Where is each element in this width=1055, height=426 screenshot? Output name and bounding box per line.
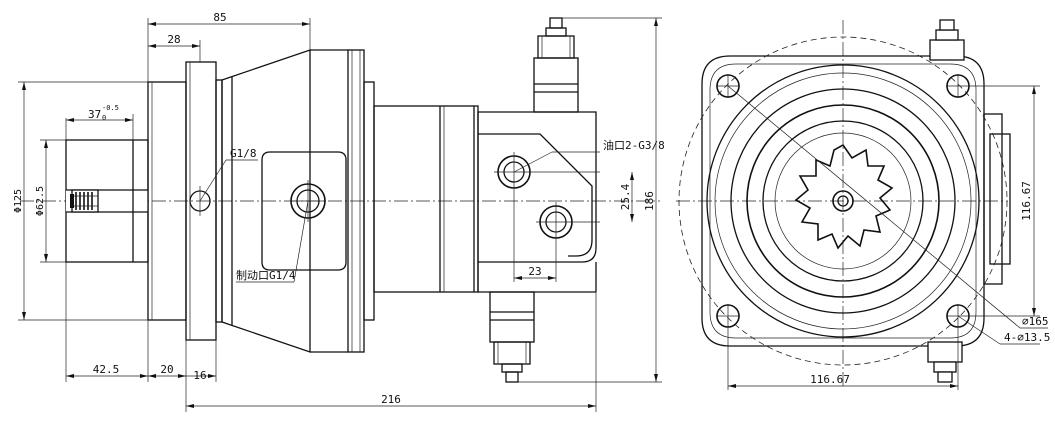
- brake-port-recess: [261, 151, 347, 271]
- end-top-plug: [929, 19, 965, 61]
- dim-85: 85: [213, 11, 226, 24]
- tapered-housing: [221, 49, 375, 353]
- dim-23: 23: [528, 265, 541, 278]
- bolt-holes: [716, 74, 1040, 390]
- dim-116-67-vertical: 116.67: [1020, 181, 1033, 221]
- bolt-circle: [678, 36, 1008, 366]
- top-sensor: [533, 17, 579, 113]
- dim-28: 28: [167, 33, 180, 46]
- dim-186: 186: [643, 191, 656, 211]
- side-labels: 85 28 37 -0.5 0 Φ125 Φ62.5 42.5 20 16 21…: [13, 11, 665, 406]
- label-brake-port: 制动口G1/4: [236, 269, 296, 282]
- end-dimensions: [728, 86, 1036, 388]
- spline-gear: [794, 143, 894, 250]
- label-oil-port: 油口2-G3/8: [603, 138, 665, 152]
- dim-216: 216: [381, 393, 401, 406]
- cylinder-body: [373, 105, 479, 293]
- dim-37-tol-upper: -0.5: [102, 104, 119, 112]
- dim-dia-62-5: Φ62.5: [35, 186, 46, 216]
- side-dimensions: [18, 17, 662, 412]
- dim-37: 37: [88, 108, 101, 121]
- bottom-sensor: [489, 291, 535, 383]
- dim-116-67-horizontal: 116.67: [810, 373, 850, 386]
- side-view: 85 28 37 -0.5 0 Φ125 Φ62.5 42.5 20 16 21…: [13, 11, 665, 412]
- dim-holes-4x13-5: 4-⌀13.5: [1004, 331, 1050, 344]
- dim-dia-165: ⌀165: [1022, 315, 1049, 328]
- output-shaft: [65, 118, 149, 263]
- dim-20: 20: [160, 363, 173, 376]
- end-labels: 116.67 116.67 ⌀165 4-⌀13.5: [810, 181, 1050, 386]
- end-bottom-plug: [927, 341, 963, 383]
- end-view: 116.67 116.67 ⌀165 4-⌀13.5: [676, 19, 1050, 390]
- label-g18: G1/8: [230, 147, 257, 160]
- dim-42-5: 42.5: [93, 363, 120, 376]
- dim-37-tol-lower: 0: [102, 114, 106, 122]
- dim-25-4: 25.4: [619, 183, 632, 210]
- side-leaders: [199, 151, 600, 283]
- dim-16: 16: [193, 369, 206, 382]
- dim-dia-125: Φ125: [13, 189, 24, 213]
